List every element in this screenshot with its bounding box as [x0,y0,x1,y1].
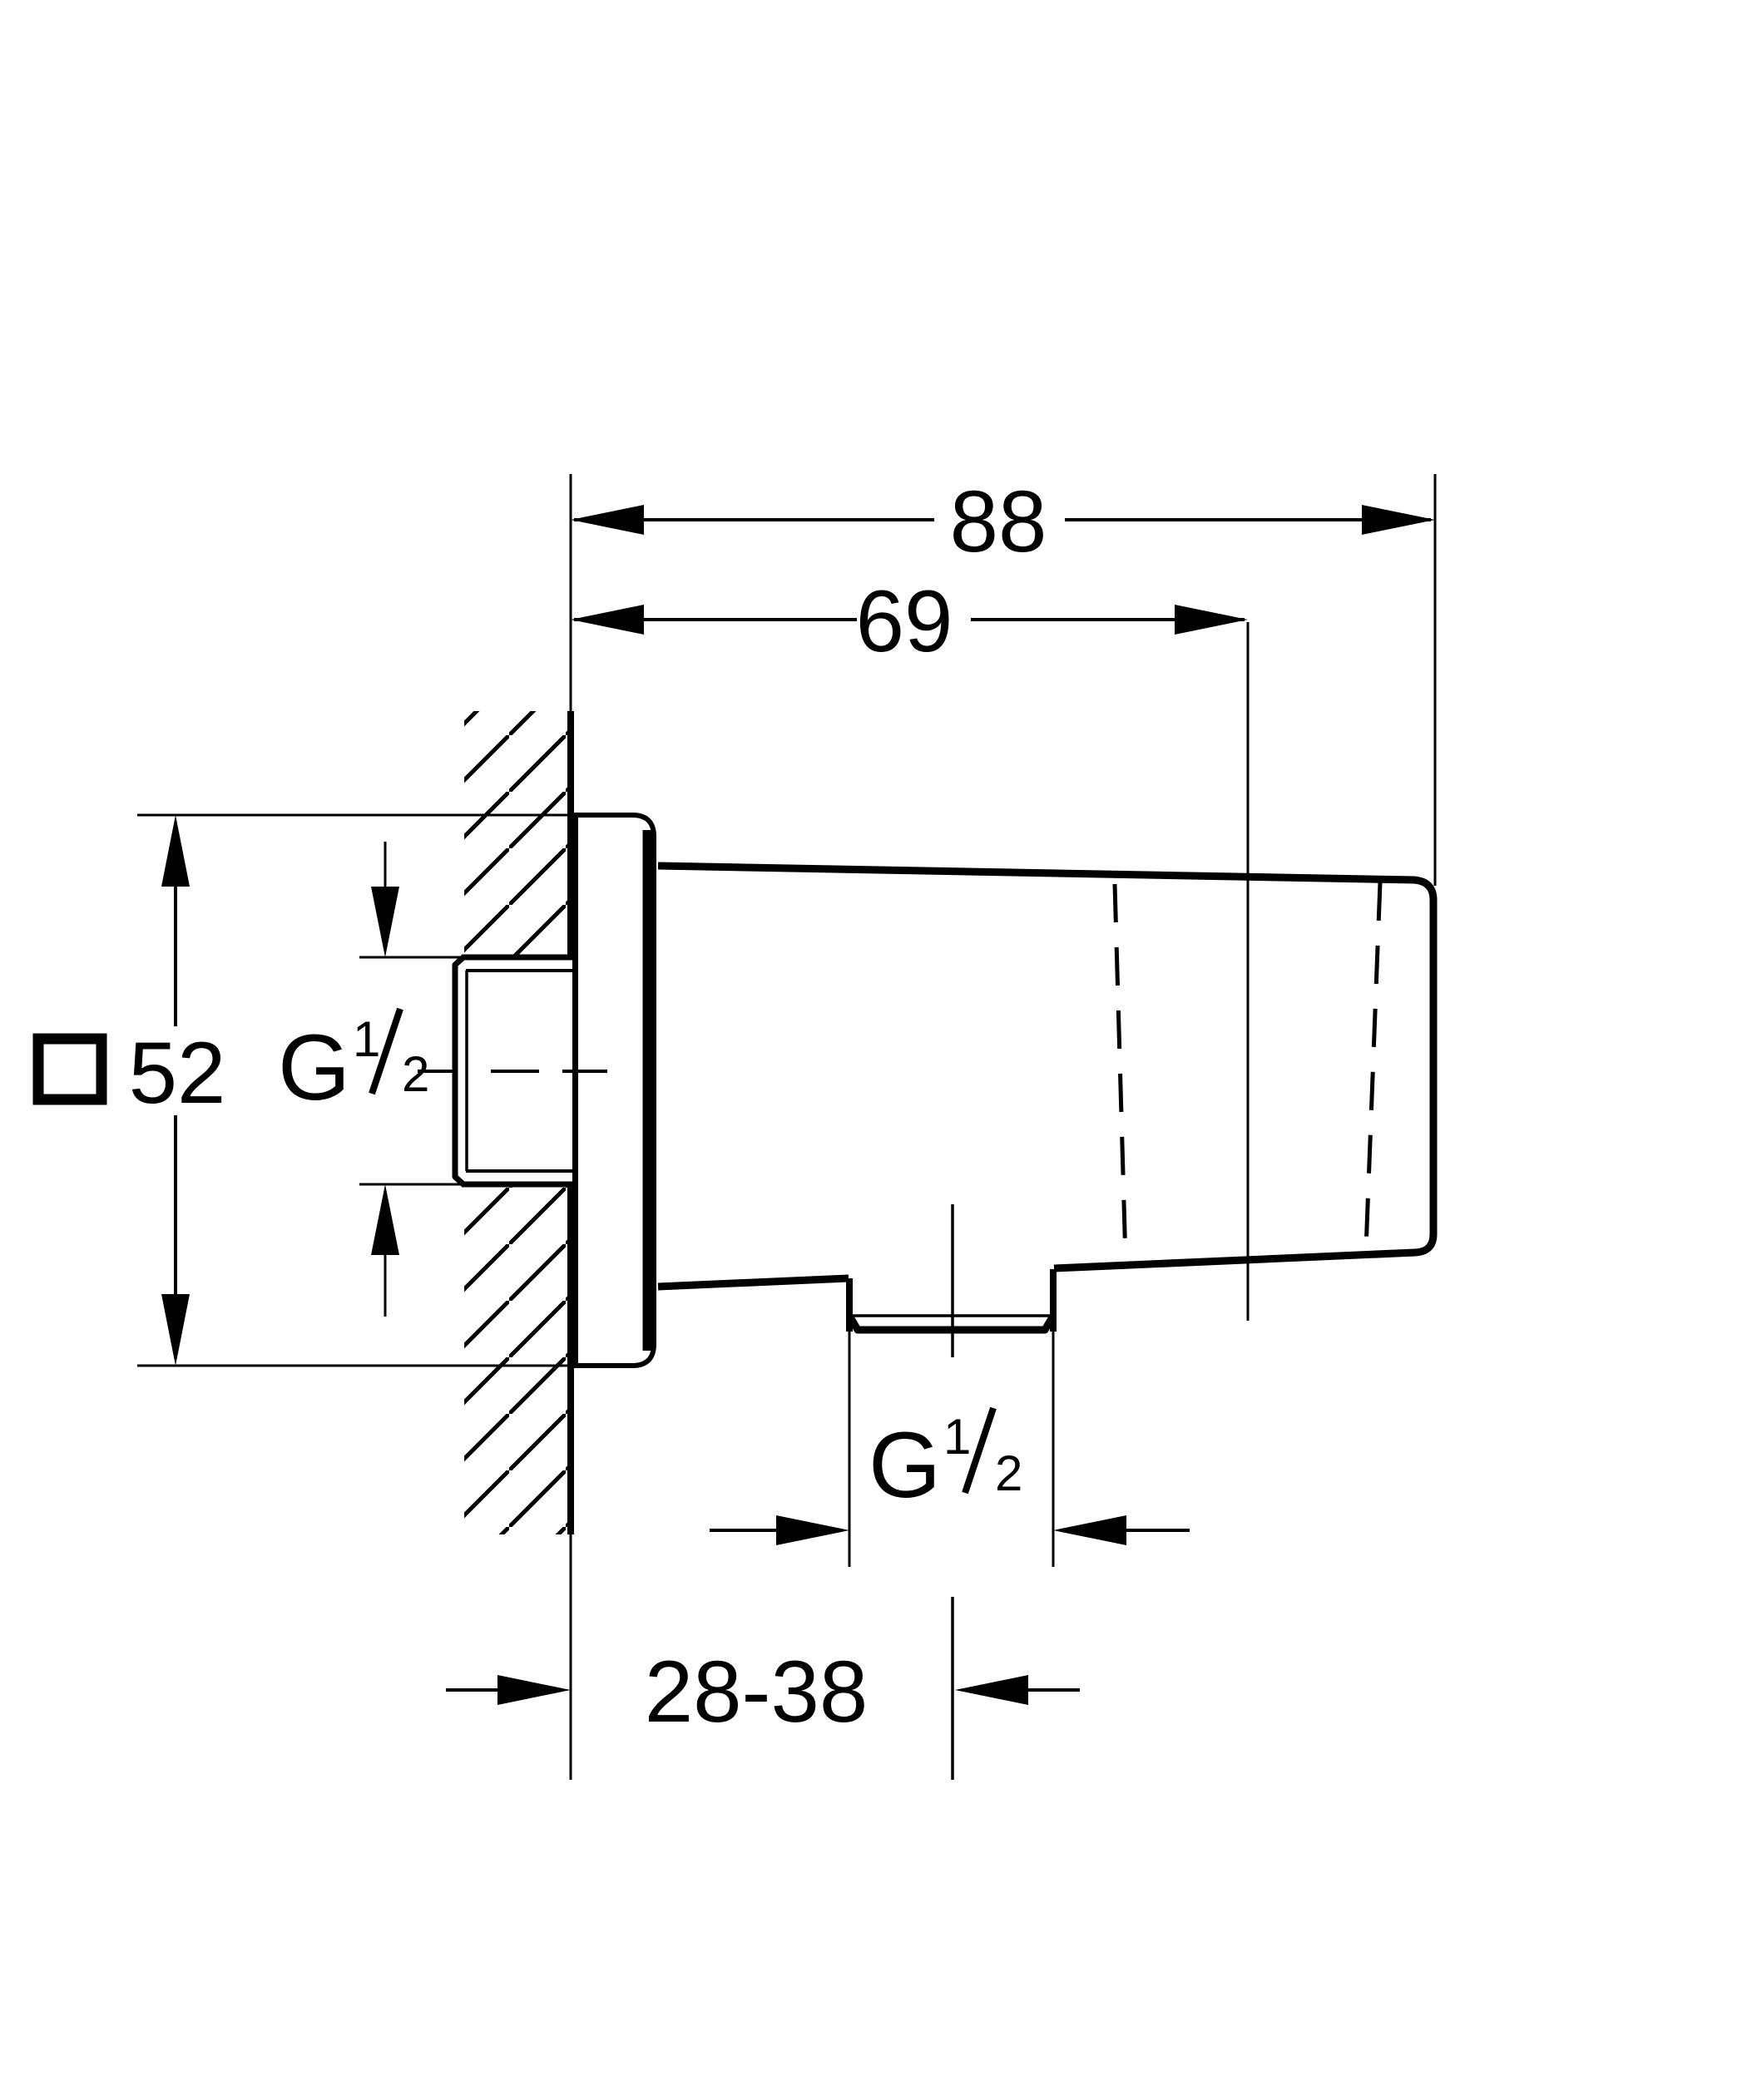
dimension-28-38-label: 28-38 [645,1643,869,1741]
dimension-28-38: 28-38 [446,1643,1080,1741]
wall-plate [573,813,656,1368]
arrowhead-right-icon [1175,605,1248,635]
dimension-52: 52 [32,813,574,1367]
arrowhead-down-icon [161,1294,190,1366]
holder-body [657,862,1438,1291]
dimension-69-label: 69 [856,573,953,670]
holder-body-outline [657,862,1438,1291]
arrowhead-left-icon [571,505,644,535]
inlet-thread-numerator: 1 [353,1011,380,1067]
dimension-88: 88 [571,473,1437,886]
arrowhead-up-icon [371,1184,399,1255]
arrowhead-left-icon [571,605,644,635]
arrowhead-left-icon [955,1675,1028,1705]
outlet-thread-denominator: 2 [995,1445,1022,1501]
fraction-slash-icon [369,1007,403,1095]
arrowhead-right-icon [497,1675,571,1705]
cone-recess-hidden-line-left [1112,883,1128,1262]
arrowhead-down-icon [371,887,399,957]
arrowhead-up-icon [161,815,190,887]
square-symbol-icon [32,1033,107,1105]
centerlines [418,1070,954,1780]
dimension-52-label: 52 [129,1025,226,1122]
arrowhead-right-icon [1362,505,1435,535]
inlet-thread-denominator: 2 [402,1046,429,1102]
inlet-thread-letter: G [278,1015,350,1119]
arrowhead-right-icon [776,1515,849,1545]
wall-plate-outline [573,813,656,1368]
cone-recess-hidden-line-right [1363,882,1383,1250]
outlet-thread-label: G 1 2 [869,1406,1022,1517]
inlet-thread-dimension [371,842,399,1317]
outlet-thread-letter: G [869,1413,941,1517]
inlet-thread-nut [359,954,572,1188]
dimension-69: 69 [571,573,1250,1321]
outlet-thread-dimension [710,1332,1190,1567]
outlet-thread-numerator: 1 [943,1409,971,1465]
arrowhead-left-icon [1053,1515,1126,1545]
inlet-thread-label: G 1 2 [278,1007,429,1119]
fraction-slash-icon [962,1406,997,1495]
dimension-88-label: 88 [950,473,1047,571]
